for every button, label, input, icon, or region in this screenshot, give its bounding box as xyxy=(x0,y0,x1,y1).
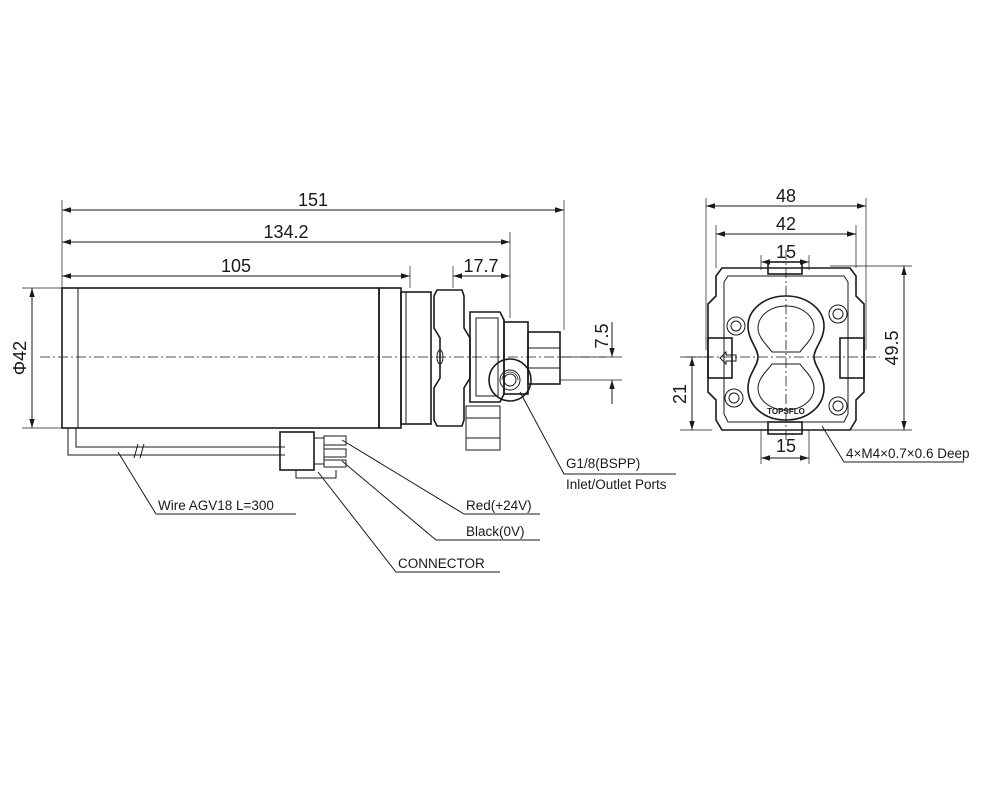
left-port xyxy=(707,337,733,379)
label-wire: Wire AGV18 L=300 xyxy=(158,498,274,513)
label-black: Black(0V) xyxy=(466,524,525,539)
label-red: Red(+24V) xyxy=(466,498,532,513)
inlet-port xyxy=(488,358,532,402)
chamber-upper xyxy=(757,305,815,353)
dim-134-2: 134.2 xyxy=(263,222,308,242)
motor-flange xyxy=(400,291,432,425)
mounting-hole-bl xyxy=(724,388,744,408)
dim-42: 42 xyxy=(776,214,796,234)
leader-holes xyxy=(821,425,964,463)
mounting-hole-tl xyxy=(726,316,746,336)
dim-151: 151 xyxy=(298,190,328,210)
mounting-hole-tr xyxy=(828,304,848,324)
wire-red xyxy=(75,428,285,448)
dim-49-5: 49.5 xyxy=(882,330,902,365)
bottom-boss xyxy=(767,421,803,435)
leader-wire xyxy=(117,451,296,515)
dim-17-7: 17.7 xyxy=(463,256,498,276)
leader-connector xyxy=(317,471,500,573)
brand-mark: TOPSFLO xyxy=(767,407,805,416)
right-port xyxy=(839,337,865,379)
wire-black xyxy=(67,428,285,456)
dim-15-bottom: 15 xyxy=(776,436,796,456)
label-port-thread: G1/8(BSPP) xyxy=(566,456,640,471)
dim-phi42: Φ42 xyxy=(10,341,30,375)
flow-arrow-icon xyxy=(719,350,737,366)
mounting-hole-br xyxy=(828,396,848,416)
front-view: TOPSFLO xyxy=(680,198,964,464)
label-holes: 4×M4×0.7×0.6 Deep xyxy=(846,446,969,461)
leader-port xyxy=(519,391,676,475)
motor-end-cap xyxy=(378,287,402,429)
side-view xyxy=(22,200,676,573)
pump-body-front xyxy=(707,267,865,431)
connector-housing xyxy=(279,431,315,471)
top-boss xyxy=(767,261,803,275)
dim-105: 105 xyxy=(221,256,251,276)
leader-black xyxy=(341,460,540,541)
label-connector: CONNECTOR xyxy=(398,556,485,571)
dim-21: 21 xyxy=(670,384,690,404)
dim-7-5: 7.5 xyxy=(592,323,612,348)
dim-15-top: 15 xyxy=(776,242,796,262)
pump-cover xyxy=(433,289,471,427)
leader-red xyxy=(341,439,540,515)
motor-body xyxy=(61,287,380,429)
outlet-nozzle xyxy=(527,331,561,385)
dim-48: 48 xyxy=(776,186,796,206)
pump-head xyxy=(503,321,529,395)
label-port-desc: Inlet/Outlet Ports xyxy=(566,477,667,492)
